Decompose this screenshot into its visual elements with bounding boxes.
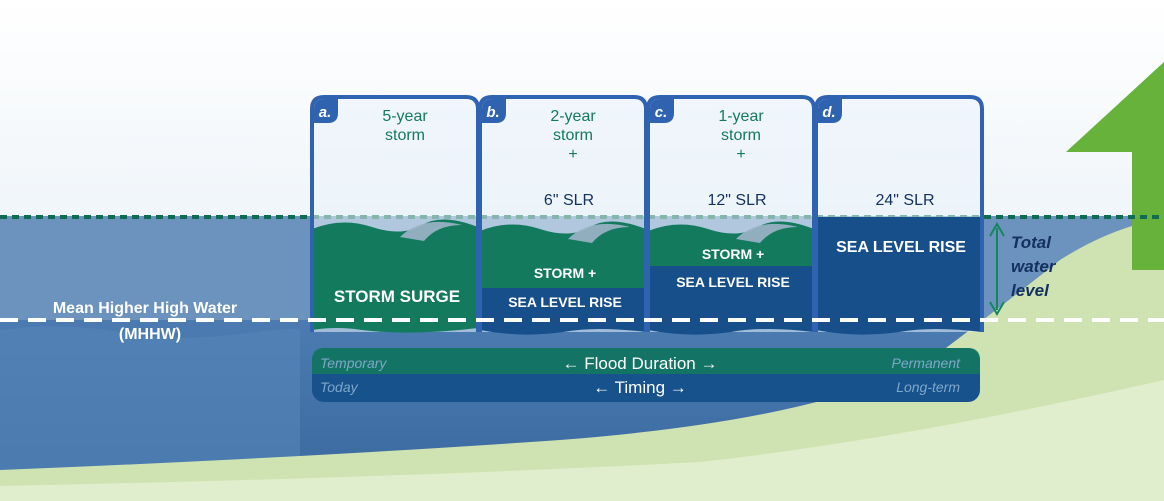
panel-title-line: storm: [553, 127, 593, 144]
land-highlight: [0, 380, 1164, 501]
panel-title-line: +: [568, 146, 577, 163]
panel-letter: b.: [486, 104, 499, 121]
slr-fill: [816, 217, 982, 335]
mhhw-label-line2: (MHHW): [119, 326, 181, 343]
timeline-center-top: ← Flood Duration →: [563, 354, 718, 373]
panel-fill-label: STORM +: [534, 265, 596, 281]
panel-title-line: 1-year: [718, 108, 764, 125]
total-water-level-line1: Total: [1011, 233, 1052, 252]
storm-fill: [312, 219, 478, 326]
panel-letter-badge: [314, 99, 338, 123]
panel-border: [310, 95, 480, 332]
panel-letter: d.: [822, 104, 835, 121]
panel-slr-label: 24" SLR: [875, 192, 934, 209]
panel-d: d. 24" SLR SEA LEVEL RISE: [814, 95, 984, 335]
panel-title-line: storm: [385, 127, 425, 144]
timeline-green-overlay: [312, 348, 980, 374]
panel-letter-badge: [650, 99, 674, 123]
green-arrow-up-icon: [1066, 62, 1164, 270]
panel-letter-badge: [818, 99, 842, 123]
panel-letter: c.: [655, 104, 668, 121]
panel-title-line: storm: [721, 127, 761, 144]
water-swell: [0, 326, 300, 470]
wave-crest: [568, 223, 630, 243]
panel-fill-label: STORM SURGE: [334, 287, 460, 306]
panel-title-line: 2-year: [550, 108, 596, 125]
timeline-right-top: Permanent: [892, 355, 962, 371]
panel-title-line: 5-year: [382, 108, 428, 125]
panel-fill-label: SEA LEVEL RISE: [676, 274, 790, 290]
panel-border: [646, 95, 816, 332]
timeline-left-bottom: Today: [320, 379, 359, 395]
slr-fill: [480, 288, 646, 335]
timeline-left-top: Temporary: [320, 355, 387, 371]
panel-border: [814, 95, 984, 332]
panel-letter: a.: [319, 104, 332, 121]
timeline-right-bottom: Long-term: [896, 379, 960, 395]
total-water-level-arrow: [989, 222, 1005, 316]
total-water-level-line2: water: [1011, 257, 1057, 276]
wave-crest: [400, 221, 462, 241]
total-water-level-line3: level: [1011, 281, 1050, 300]
panel-b: b. 2-year storm +6" SLR STORM + SEA LEVEL RIS…: [478, 95, 648, 335]
panel-border: [478, 95, 648, 332]
panel-fill-label: SEA LEVEL RISE: [508, 294, 622, 310]
panel-fill-label: STORM +: [702, 246, 764, 262]
timeline-center-bottom: ← Timing →: [593, 378, 687, 397]
panel-slr-label: 6" SLR: [544, 192, 594, 209]
land-slope: [0, 218, 1164, 501]
panel-letter-badge: [482, 99, 506, 123]
slr-fill: [648, 266, 814, 335]
panel-title-line: +: [736, 146, 745, 163]
wave-crest: [736, 223, 798, 243]
mhhw-label-line1: Mean Higher High Water: [53, 300, 237, 317]
surge-bottom: [312, 320, 478, 333]
storm-fill: [480, 221, 646, 288]
panel-slr-label: 12" SLR: [707, 192, 766, 209]
panel-c: c. 1-year storm +12" SLR STORM + SEA LEVEL RI…: [646, 95, 816, 335]
panel-fill-label: SEA LEVEL RISE: [836, 239, 966, 256]
